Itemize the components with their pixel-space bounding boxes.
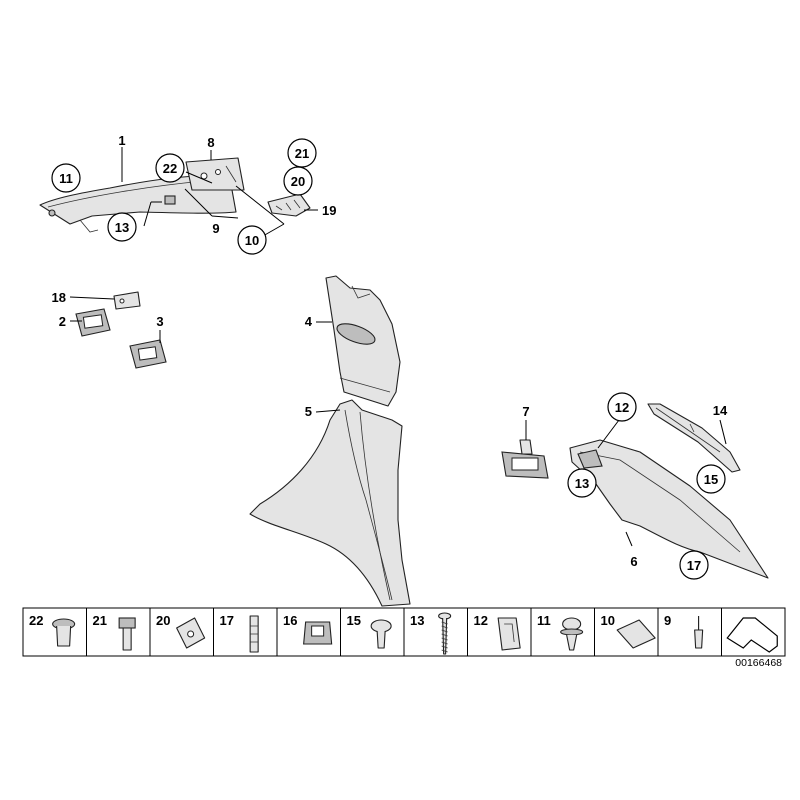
parts-table-label: 16 [283, 613, 297, 628]
parts-table-cell-12: 12 [467, 607, 532, 657]
parts-table-cell-22: 22 [22, 607, 87, 657]
parts-table-label: 13 [410, 613, 424, 628]
svg-text:13: 13 [575, 476, 589, 491]
callout-circle-13: 13 [567, 468, 597, 498]
callout-3: 3 [156, 314, 163, 329]
clip-part-18 [113, 291, 141, 310]
b-pillar-upper-trim-part [325, 275, 401, 407]
screw-icon [438, 612, 452, 655]
callout-5: 5 [305, 404, 312, 419]
callout-circle-12: 12 [607, 392, 637, 422]
callouts: 1 2 3 4 5 6 7 8 9 14 18 19 10 11 12 13 1… [51, 133, 728, 580]
foam-pad-icon [616, 619, 656, 649]
callout-9: 9 [212, 221, 219, 236]
callout-circle-13: 13 [107, 212, 137, 242]
parts-table-label: 9 [664, 613, 671, 628]
stud-bolt-icon [249, 615, 259, 653]
svg-text:10: 10 [245, 233, 259, 248]
parts-table-label: 11 [537, 613, 551, 628]
callout-circle-11: 11 [51, 163, 81, 193]
leader-lines [69, 147, 727, 547]
callout-circle-22: 22 [155, 153, 185, 183]
svg-text:22: 22 [163, 161, 177, 176]
callout-circle-10: 10 [237, 225, 267, 255]
hex-socket-bolt-icon [118, 617, 136, 651]
callout-1: 1 [118, 133, 125, 148]
callout-4: 4 [305, 314, 313, 329]
document-id: 00166468 [735, 657, 782, 669]
trim-clip-icon [560, 617, 584, 651]
svg-text:21: 21 [295, 146, 309, 161]
parts-table-label: 22 [29, 613, 43, 628]
clip-holder-icon [303, 621, 333, 645]
switch-part-2 [75, 308, 111, 337]
spring-nut-icon [176, 617, 206, 649]
parts-table-cell-20: 20 [149, 607, 214, 657]
parts-table-label: 20 [156, 613, 170, 628]
parts-table-cell-9: 9 [657, 607, 722, 657]
parts-table-cell-arrow [721, 607, 786, 657]
c-pillar-trim-part [569, 439, 769, 579]
callout-circle-20: 20 [283, 166, 313, 196]
callout-circle-17: 17 [679, 550, 709, 580]
parts-table-label: 10 [601, 613, 615, 628]
bracket-part-19 [267, 193, 311, 217]
parts-table-cell-16: 16 [276, 607, 341, 657]
parts-table-cell-11: 11 [530, 607, 595, 657]
switch-part-3 [129, 339, 167, 369]
clamp-icon [497, 617, 521, 651]
callout-8: 8 [207, 135, 214, 150]
switch-part-7 [501, 439, 549, 479]
svg-text:11: 11 [59, 171, 73, 186]
callout-2: 2 [59, 314, 66, 329]
callout-7: 7 [522, 404, 529, 419]
parts-table-cell-17: 17 [213, 607, 278, 657]
parts-table-cell-21: 21 [86, 607, 151, 657]
parts-table-label: 17 [220, 613, 234, 628]
parts-table-cell-10: 10 [594, 607, 659, 657]
parts-table: 22 21 20 17 16 15 13 12 11 10 9 [22, 607, 786, 657]
cover-bracket-part [185, 157, 245, 191]
callout-6: 6 [630, 554, 637, 569]
parts-table-label: 21 [93, 613, 107, 628]
arrow-icon [726, 617, 778, 653]
svg-text:17: 17 [687, 558, 701, 573]
blind-rivet-icon [694, 616, 704, 649]
strip-part-14 [647, 403, 741, 473]
svg-text:20: 20 [291, 174, 305, 189]
b-pillar-lower-trim-part [249, 399, 411, 607]
rivet-nut-icon [52, 618, 76, 647]
svg-text:13: 13 [115, 220, 129, 235]
callout-circle-21: 21 [287, 138, 317, 168]
callout-circle-15: 15 [696, 464, 726, 494]
callout-14: 14 [713, 403, 728, 418]
parts-table-label: 12 [474, 613, 488, 628]
parts-table-cell-15: 15 [340, 607, 405, 657]
expanding-rivet-icon [370, 619, 392, 649]
callout-19: 19 [322, 203, 336, 218]
svg-text:15: 15 [704, 472, 718, 487]
parts-table-cell-13: 13 [403, 607, 468, 657]
parts-table-label: 15 [347, 613, 361, 628]
callout-18: 18 [52, 290, 66, 305]
svg-text:12: 12 [615, 400, 629, 415]
